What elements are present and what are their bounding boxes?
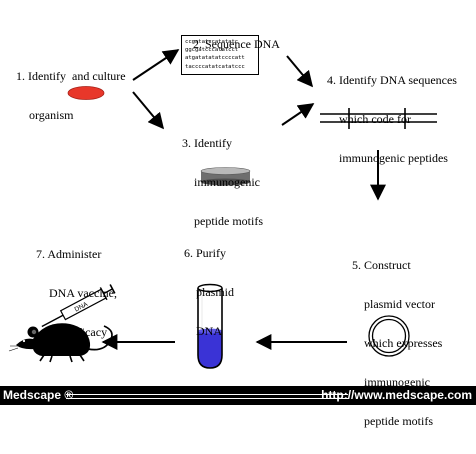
step-6-line: DNA bbox=[196, 324, 222, 338]
organism-ellipse bbox=[67, 86, 105, 100]
diagram-graphics: DNA bbox=[8, 49, 437, 369]
step-1-line: 1. Identify and culture bbox=[16, 69, 126, 83]
arrow-1-to-3 bbox=[132, 91, 165, 130]
step-4-line: which code for bbox=[339, 112, 411, 126]
step-5-line: peptide motifs bbox=[364, 414, 433, 428]
sequence-line: ggcgatcccatatcct bbox=[185, 47, 239, 54]
peptide-disc bbox=[200, 167, 251, 186]
step-5-line: which expresses bbox=[364, 336, 443, 350]
step-2-label: 2. Sequence DNA bbox=[193, 12, 280, 77]
arrow-1-to-2 bbox=[132, 49, 180, 81]
step-3-label: 3. Identify immunogenic peptide motifs bbox=[182, 111, 263, 254]
step-6-label: 6. Purify plasmid DNA bbox=[184, 221, 234, 364]
arrow-2-to-4 bbox=[286, 55, 314, 88]
diagram: DNA ccgatatccatatatc ggcgatcccatatcct at… bbox=[0, 12, 476, 428]
step-3-line: peptide motifs bbox=[194, 214, 263, 228]
step-7-line: DNA vaccine, bbox=[49, 286, 117, 300]
step-5-line: plasmid vector bbox=[364, 297, 435, 311]
test-tube bbox=[197, 283, 223, 369]
step-5-line: immunogenic bbox=[364, 375, 430, 389]
step-1-label: 1. Identify and culture organism bbox=[16, 44, 126, 148]
sequence-line: ccgatatccatatatc bbox=[185, 39, 239, 45]
arrow-3-to-4 bbox=[281, 103, 315, 126]
plasmid-ring bbox=[368, 315, 410, 357]
footer-bar: Medscape ® http://www.medscape.com bbox=[0, 386, 476, 405]
step-4-line: 4. Identify DNA sequences bbox=[327, 73, 457, 87]
footer-url: http://www.medscape.com bbox=[321, 388, 472, 402]
step-7-line: test efficacy bbox=[49, 325, 108, 339]
step-5-line: 5. Construct bbox=[352, 258, 411, 272]
footer-divider bbox=[66, 394, 348, 399]
dna-strand bbox=[320, 108, 437, 129]
step-6-line: plasmid bbox=[196, 285, 234, 299]
step-7-line: 7. Administer bbox=[36, 247, 102, 261]
step-7-label: 7. Administer DNA vaccine, test efficacy bbox=[36, 222, 117, 365]
step-4-label: 4. Identify DNA sequences which code for… bbox=[327, 48, 457, 191]
step-1-line: organism bbox=[29, 108, 74, 122]
step-5-label: 5. Construct plasmid vector which expres… bbox=[352, 233, 442, 454]
step-4-line: immunogenic peptides bbox=[339, 151, 448, 165]
footer-brand: Medscape ® bbox=[3, 388, 74, 402]
step-6-line: 6. Purify bbox=[184, 246, 226, 260]
step-3-line: immunogenic bbox=[194, 175, 260, 189]
mouse bbox=[8, 323, 113, 363]
sequence-line: atgatatatatccccatt bbox=[185, 55, 245, 62]
step-3-line: 3. Identify bbox=[182, 136, 232, 150]
dna-sequence-box: ccgatatccatatatc ggcgatcccatatcct atgata… bbox=[181, 35, 259, 75]
step-2-line: 2. Sequence DNA bbox=[193, 37, 280, 51]
sequence-line: taccccatatcatatccc bbox=[185, 63, 245, 70]
